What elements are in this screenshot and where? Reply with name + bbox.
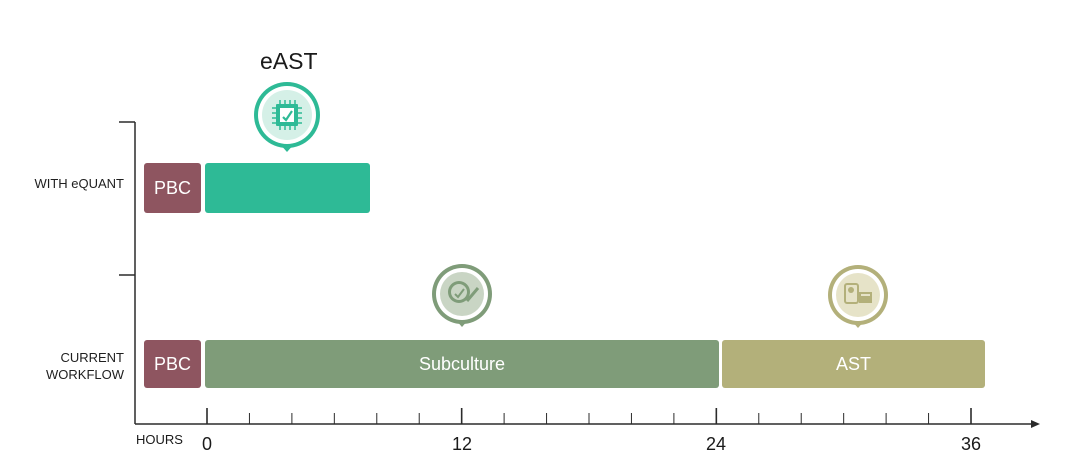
pbc-bar-current: PBC bbox=[144, 340, 201, 388]
tick-label-12: 12 bbox=[451, 434, 473, 454]
row-label-line-2: WORKFLOW bbox=[46, 367, 124, 382]
subculture-bar: Subculture bbox=[205, 340, 719, 388]
east-bar bbox=[205, 163, 370, 213]
chip-icon bbox=[254, 82, 320, 152]
pbc-bar-with-equant: PBC bbox=[144, 163, 201, 213]
culture-dish-icon bbox=[432, 264, 492, 327]
tick-label-36: 36 bbox=[960, 434, 982, 454]
row-label-with-equant: WITH eQUANT bbox=[34, 176, 124, 191]
axis-ticks bbox=[206, 408, 972, 424]
hours-axis-label: HOURS bbox=[136, 432, 183, 447]
row-label-current-workflow: CURRENT WORKFLOW bbox=[6, 349, 124, 383]
tick-label-24: 24 bbox=[705, 434, 727, 454]
lab-test-icon bbox=[828, 265, 888, 328]
east-title: eAST bbox=[260, 48, 318, 74]
row-label-line-1: CURRENT bbox=[60, 350, 124, 365]
ast-bar: AST bbox=[722, 340, 985, 388]
tick-label-0: 0 bbox=[201, 434, 213, 454]
axis-arrowhead bbox=[1031, 420, 1040, 428]
